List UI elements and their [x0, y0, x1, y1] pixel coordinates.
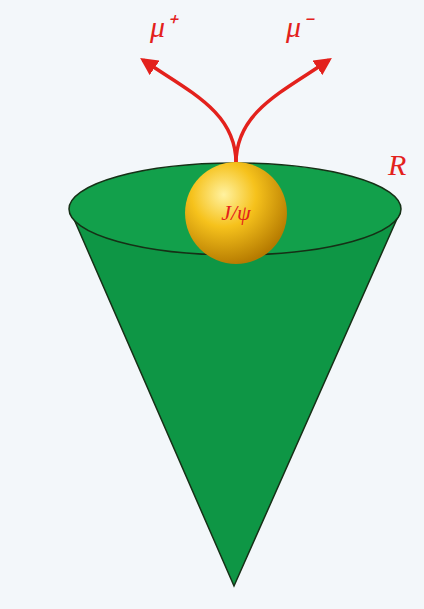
jet-cone [70, 210, 400, 586]
particle-label: μ⁺ [150, 12, 175, 42]
particle-label: μ⁻ [286, 12, 311, 42]
particle-sphere: J/ψ [184, 161, 288, 265]
particle-name: J/ψ [221, 200, 251, 226]
radius-label: R [388, 150, 406, 180]
muon-track [236, 60, 329, 163]
muon-track [143, 60, 236, 163]
